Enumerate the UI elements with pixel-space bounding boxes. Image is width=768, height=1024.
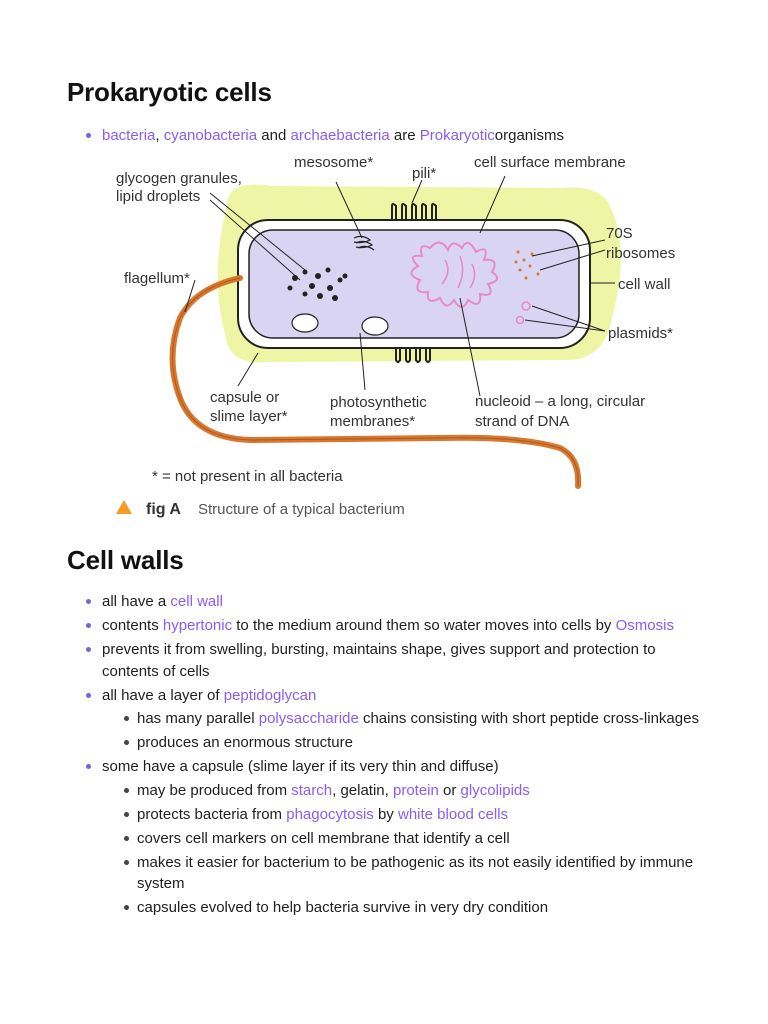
- sub-list-item: produces an enormous structure: [102, 732, 714, 754]
- label-flagellum: flagellum*: [124, 270, 190, 287]
- photosynthetic-membrane: [362, 317, 388, 335]
- text: capsules evolved to help bacteria surviv…: [137, 899, 548, 916]
- text: chains consisting with short peptide cro…: [359, 710, 699, 727]
- caption-fig-label: fig A: [146, 501, 181, 518]
- link-protein[interactable]: protein: [393, 782, 439, 799]
- text: produces an enormous structure: [137, 734, 353, 751]
- text: all have a layer of: [102, 687, 224, 704]
- text: has many parallel: [137, 710, 259, 727]
- label-membranes: membranes*: [330, 413, 415, 430]
- link-archaebacteria[interactable]: archaebacteria: [291, 127, 390, 144]
- text: and: [257, 127, 290, 144]
- text: organisms: [495, 127, 564, 144]
- list-item: bacteria, cyanobacteria and archaebacter…: [84, 125, 714, 147]
- label-cell-wall: cell wall: [618, 276, 671, 293]
- link-peptidoglycan[interactable]: peptidoglycan: [224, 687, 317, 704]
- label-plasmids: plasmids*: [608, 325, 673, 342]
- label-pili: pili*: [412, 165, 436, 182]
- list-item: all have a layer of peptidoglycan has ma…: [84, 685, 714, 754]
- text: are: [390, 127, 420, 144]
- text: , gelatin,: [332, 782, 393, 799]
- sub-list-item: protects bacteria from phagocytosis by w…: [102, 804, 714, 826]
- label-strand-of-dna: strand of DNA: [475, 413, 569, 430]
- heading-cell-walls: Cell walls: [67, 545, 184, 576]
- link-cyanobacteria[interactable]: cyanobacteria: [164, 127, 257, 144]
- text: to the medium around them so water moves…: [232, 617, 616, 634]
- caption-triangle-icon: [116, 500, 132, 514]
- text: ,: [155, 127, 163, 144]
- intro-list: bacteria, cyanobacteria and archaebacter…: [84, 125, 714, 149]
- bacterium-diagram-svg: glycogen granules, lipid droplets mesoso…: [100, 148, 700, 528]
- link-hypertonic[interactable]: hypertonic: [163, 617, 232, 634]
- link-starch[interactable]: starch: [291, 782, 332, 799]
- link-phagocytosis[interactable]: phagocytosis: [286, 806, 374, 823]
- sub-list-item: capsules evolved to help bacteria surviv…: [102, 897, 714, 919]
- label-glycogen: glycogen granules,: [116, 170, 242, 187]
- label-lipid: lipid droplets: [116, 188, 200, 205]
- text: protects bacteria from: [137, 806, 286, 823]
- list-item: all have a cell wall: [84, 591, 714, 613]
- link-cell-wall[interactable]: cell wall: [170, 593, 223, 610]
- text: prevents it from swelling, bursting, mai…: [102, 641, 656, 680]
- label-cell-surface-membrane: cell surface membrane: [474, 154, 626, 171]
- link-bacteria[interactable]: bacteria: [102, 127, 155, 144]
- label-footnote: * = not present in all bacteria: [152, 468, 343, 485]
- text: may be produced from: [137, 782, 291, 799]
- sub-list: may be produced from starch, gelatin, pr…: [102, 780, 714, 919]
- label-photosynthetic: photosynthetic: [330, 394, 427, 411]
- link-prokaryotic[interactable]: Prokaryotic: [420, 127, 495, 144]
- label-ribosomes: ribosomes: [606, 245, 675, 262]
- label-70s: 70S: [606, 225, 633, 242]
- list-item: contents hypertonic to the medium around…: [84, 615, 714, 637]
- sub-list-item: has many parallel polysaccharide chains …: [102, 708, 714, 730]
- text: all have a: [102, 593, 170, 610]
- bacterium-diagram: glycogen granules, lipid droplets mesoso…: [100, 148, 700, 528]
- sub-list-item: makes it easier for bacterium to be path…: [102, 852, 714, 895]
- sub-list-item: may be produced from starch, gelatin, pr…: [102, 780, 714, 802]
- label-slime-layer: slime layer*: [210, 408, 288, 425]
- label-capsule: capsule or: [210, 389, 279, 406]
- text: or: [439, 782, 461, 799]
- label-mesosome: mesosome*: [294, 154, 373, 171]
- caption-text: Structure of a typical bacterium: [198, 501, 405, 518]
- link-white-blood-cells[interactable]: white blood cells: [398, 806, 508, 823]
- link-polysaccharide[interactable]: polysaccharide: [259, 710, 359, 727]
- cell-walls-list: all have a cell wall contents hypertonic…: [84, 591, 714, 921]
- text: contents: [102, 617, 163, 634]
- link-osmosis[interactable]: Osmosis: [616, 617, 674, 634]
- label-nucleoid: nucleoid – a long, circular: [475, 393, 645, 410]
- sub-list: has many parallel polysaccharide chains …: [102, 708, 714, 754]
- list-item: prevents it from swelling, bursting, mai…: [84, 639, 714, 682]
- text: by: [374, 806, 398, 823]
- heading-prokaryotic-cells: Prokaryotic cells: [67, 77, 272, 108]
- sub-list-item: covers cell markers on cell membrane tha…: [102, 828, 714, 850]
- list-item: some have a capsule (slime layer if its …: [84, 756, 714, 919]
- photosynthetic-membrane: [292, 314, 318, 332]
- text: covers cell markers on cell membrane tha…: [137, 830, 510, 847]
- text: makes it easier for bacterium to be path…: [137, 854, 693, 893]
- link-glycolipids[interactable]: glycolipids: [461, 782, 530, 799]
- text: some have a capsule (slime layer if its …: [102, 758, 499, 775]
